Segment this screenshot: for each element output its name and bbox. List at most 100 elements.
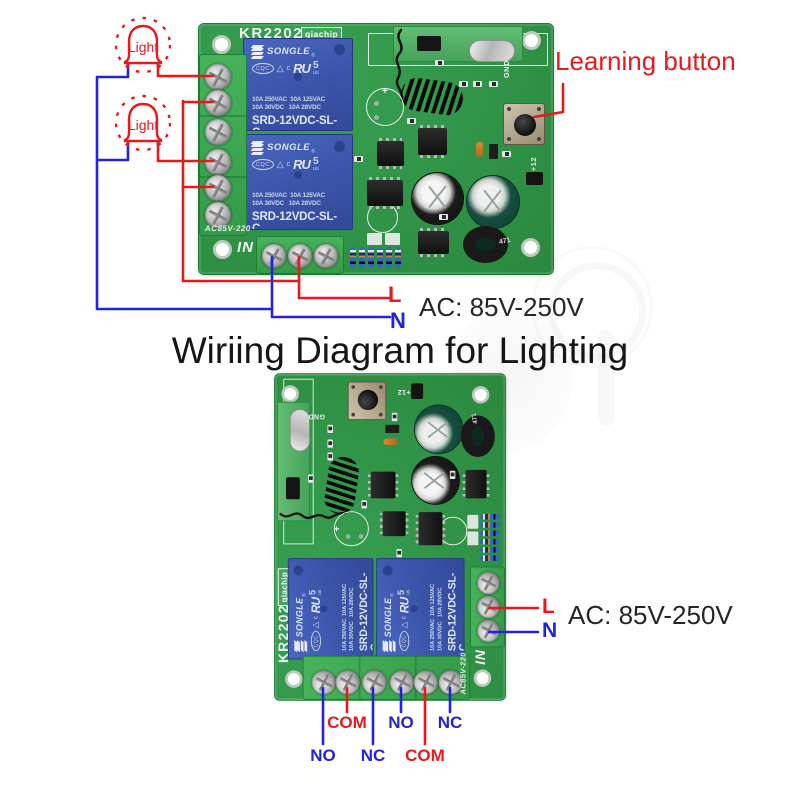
neutral-label-top: N [390, 308, 406, 333]
transistor [526, 172, 543, 185]
ac-terminal-block [470, 566, 505, 648]
board-model-silkscreen: KR2202 [239, 25, 304, 42]
ac-terminal-block [256, 236, 344, 274]
relay-brand: SONGLE [267, 142, 311, 153]
mounting-hole [522, 31, 541, 50]
terminal-label-com: COM [327, 713, 367, 732]
terminal-screw [314, 244, 338, 268]
toroid-inductor: 471 [460, 413, 495, 457]
terminal-screw [362, 670, 387, 695]
neutral-label-bottom: N [542, 619, 558, 642]
relay-model: SRD-12VDC-SL-C [446, 572, 465, 652]
registered-mark: ® [301, 593, 308, 597]
mounting-hole [281, 385, 299, 403]
silkscreen-circle [366, 88, 404, 126]
watermark-ring [548, 262, 646, 360]
resistor-array [480, 514, 500, 561]
relay-board-pcb: KR2202 qiachip GND +12 + SONGLE [199, 24, 553, 274]
smd-resistor [489, 144, 498, 159]
relay-model: SRD-12VDC-SL-C [358, 572, 374, 652]
silkscreen-plus: + [332, 526, 343, 532]
electrolytic-capacitor [414, 405, 463, 454]
gnd-silkscreen: GND [308, 412, 325, 422]
mounting-hole [213, 240, 232, 259]
terminal-label-nc: NC [360, 746, 386, 765]
triangle-cert-icon: △ [399, 621, 409, 629]
solder-pad [374, 115, 379, 120]
ic-chip [418, 125, 447, 158]
solder-pad [358, 534, 364, 539]
terminal-screw [311, 670, 336, 695]
solder-pad [345, 534, 351, 539]
terminal-screw [390, 670, 414, 695]
button-cap [514, 114, 536, 136]
learning-button-switch [347, 381, 387, 421]
page-title: Wiriing Diagram for Lighting [171, 330, 629, 371]
triangle-cert-icon: △ [311, 621, 321, 629]
registered-mark: ® [311, 149, 315, 155]
mounting-hole [521, 238, 540, 257]
registered-mark: ® [390, 593, 396, 597]
ac-input-silkscreen: AC85V-220 [204, 224, 252, 233]
cqc-mark: CQC [252, 63, 274, 75]
mounting-hole [473, 669, 492, 687]
diode [383, 438, 398, 445]
relay-model: SRD-12VDC-SL-C [252, 114, 337, 130]
learning-button-callout: Learning button [555, 46, 736, 76]
terminal-screw [262, 244, 286, 268]
ac-rating-top: AC: 85V-250V [419, 292, 584, 322]
diode [476, 142, 483, 157]
songle-logo-icon [251, 140, 264, 155]
ul-mark: RU [293, 157, 311, 173]
terminal-label-nc: NC [437, 713, 463, 732]
button-cap [357, 389, 379, 411]
ac-input-silkscreen: AC85V-220 [459, 651, 468, 695]
terminal-screw [335, 670, 360, 695]
light-bulb-icon: Light [103, 90, 183, 152]
bottom-board-photo: KR2202 qiachip GND +12 + SONGLE [275, 374, 505, 700]
ic-chip [382, 511, 406, 537]
live-label-top: L [388, 282, 402, 307]
terminal-screw [205, 64, 231, 90]
light-label: Light [128, 117, 158, 133]
electrolytic-capacitor [467, 176, 519, 228]
songle-logo-icon [382, 640, 396, 652]
rf-receiver-module [393, 26, 523, 62]
cqc-mark: CQC [399, 631, 410, 652]
mold-mark [334, 141, 345, 152]
terminal-screw [205, 119, 231, 145]
inductor-value: 471 [498, 236, 512, 247]
plus12-silkscreen: +12 [529, 157, 538, 172]
cqc-mark: CQC [252, 159, 274, 171]
in-silkscreen: IN [472, 649, 489, 665]
mounting-hole [212, 35, 231, 54]
cqc-mark: CQC [311, 631, 322, 652]
top-board-photo: KR2202 qiachip GND +12 + SONGLE [199, 24, 553, 274]
resistor-array [350, 247, 401, 268]
watermark-ring [531, 246, 653, 368]
learning-button-switch [503, 103, 545, 145]
terminal-screw [477, 619, 500, 642]
crystal-oscillator [289, 409, 310, 452]
mounting-hole [285, 670, 303, 688]
transistor [411, 383, 424, 399]
terminal-label-no: NO [388, 713, 414, 732]
electrolytic-capacitor [412, 173, 463, 224]
relay-brand: SONGLE [295, 597, 306, 638]
ul-mark: RU [309, 597, 324, 614]
terminal-screw [477, 571, 500, 595]
terminal-screw [477, 595, 500, 618]
triangle-cert-icon: △ [276, 159, 284, 170]
silkscreen-plus: + [382, 86, 388, 97]
terminal-label-no: NO [310, 746, 336, 765]
ac-rating-bottom: AC: 85V-250V [568, 600, 733, 630]
light-label: Light [128, 39, 158, 55]
ic-chip [377, 138, 404, 169]
relay-model: SRD-12VDC-SL-C [252, 210, 337, 230]
